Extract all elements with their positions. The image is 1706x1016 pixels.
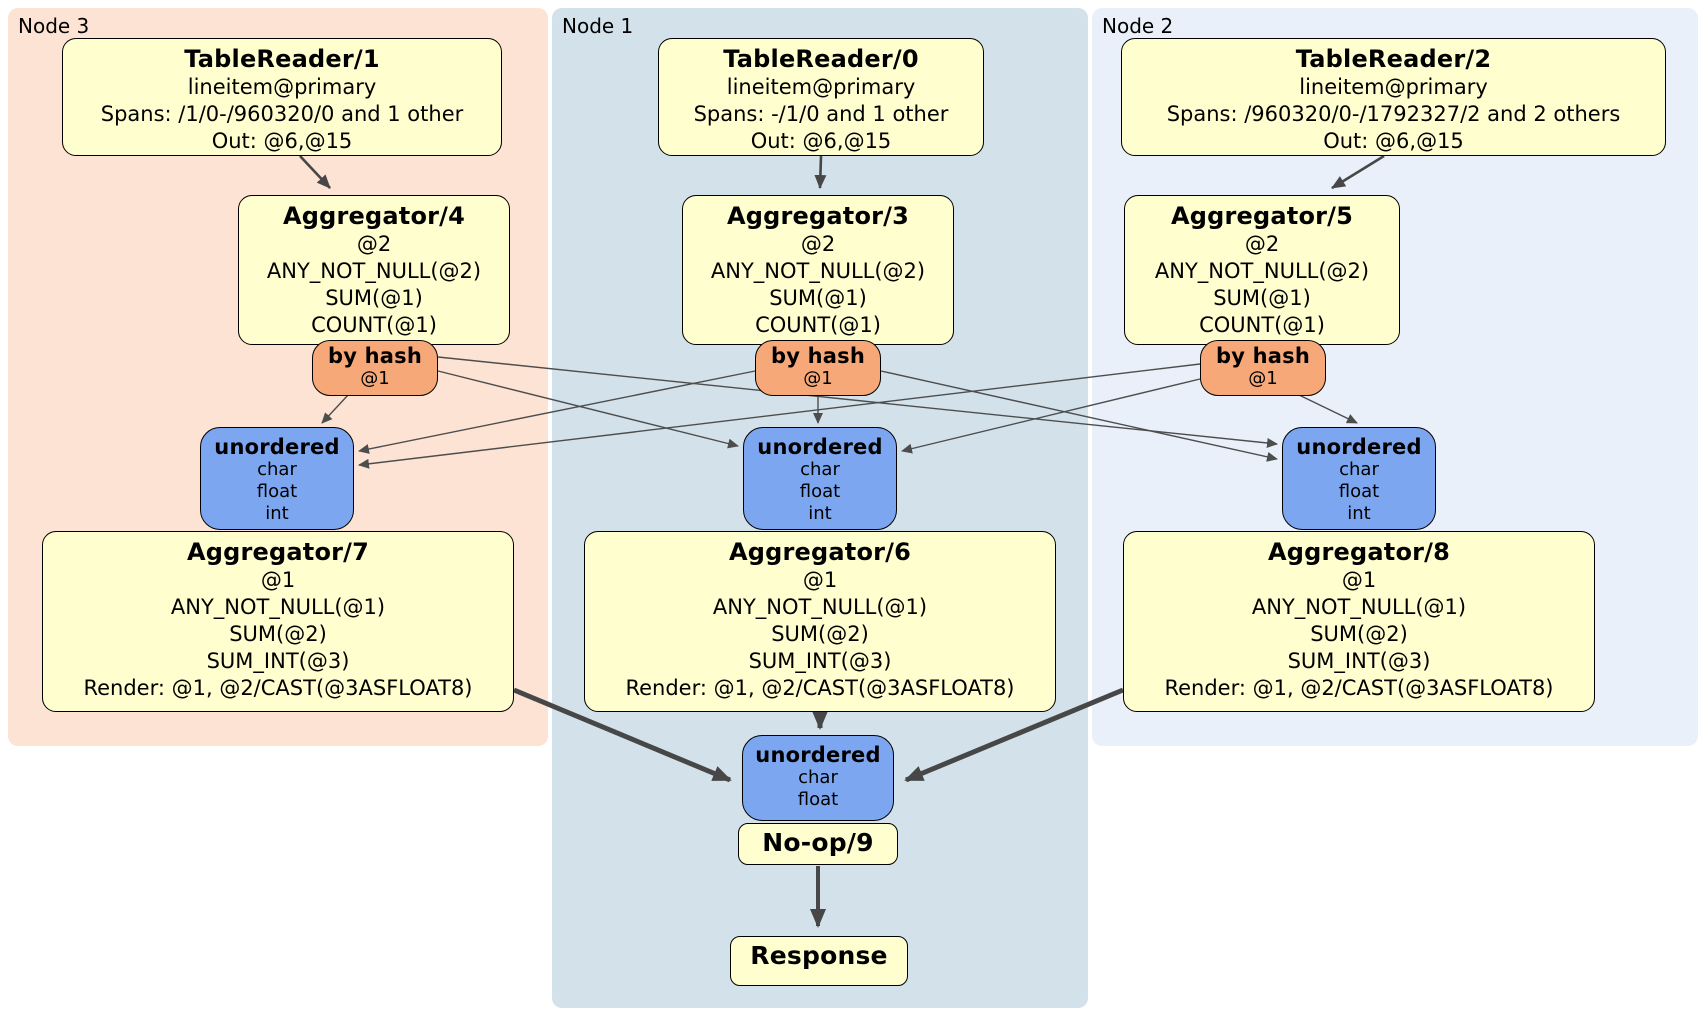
node-title: by hash bbox=[327, 344, 422, 368]
region-label-node-2: Node 2 bbox=[1102, 14, 1174, 38]
node-tablereader-2: TableReader/2 lineitem@primary Spans: /9… bbox=[1121, 38, 1666, 156]
edge-byhash-left-to-sync-left bbox=[321, 393, 350, 424]
node-title: TableReader/0 bbox=[723, 45, 919, 73]
edge-tablereader1-to-aggregator4 bbox=[299, 155, 331, 189]
node-title: unordered bbox=[1296, 435, 1422, 459]
edge-byhash-right-to-sync-left bbox=[358, 363, 1201, 469]
edge-byhash-center-to-sync-left bbox=[358, 370, 756, 454]
node-title: TableReader/1 bbox=[184, 45, 380, 73]
node-title: Aggregator/4 bbox=[282, 202, 466, 230]
edge-aggregator7-to-final-sync bbox=[513, 687, 732, 783]
edge-byhash-left-to-sync-right bbox=[437, 356, 1278, 448]
node-aggregator-7: Aggregator/7 @1 ANY_NOT_NULL(@1) SUM(@2)… bbox=[42, 531, 514, 712]
node-noop-9: No-op/9 bbox=[738, 823, 898, 865]
sync-unordered-right: unordered char float int bbox=[1282, 427, 1436, 530]
node-aggregator-8: Aggregator/8 @1 ANY_NOT_NULL(@1) SUM(@2)… bbox=[1123, 531, 1595, 712]
node-title: Aggregator/8 bbox=[1267, 538, 1451, 566]
router-byhash-right: by hash @1 bbox=[1200, 340, 1326, 396]
node-title: unordered bbox=[214, 435, 340, 459]
node-aggregator-5: Aggregator/5 @2 ANY_NOT_NULL(@2) SUM(@1)… bbox=[1124, 195, 1400, 345]
node-aggregator-6: Aggregator/6 @1 ANY_NOT_NULL(@1) SUM(@2)… bbox=[584, 531, 1056, 712]
edge-aggregator8-to-final-sync bbox=[904, 687, 1124, 783]
node-title: unordered bbox=[755, 743, 881, 767]
node-title: by hash bbox=[770, 344, 865, 368]
node-aggregator-3: Aggregator/3 @2 ANY_NOT_NULL(@2) SUM(@1)… bbox=[682, 195, 954, 345]
region-label-node-3: Node 3 bbox=[18, 14, 90, 38]
router-byhash-center: by hash @1 bbox=[755, 340, 881, 396]
node-title: TableReader/2 bbox=[1295, 45, 1492, 73]
edge-byhash-left-to-sync-center bbox=[437, 370, 739, 449]
edge-tablereader2-to-aggregator5 bbox=[1331, 154, 1385, 190]
router-byhash-left: by hash @1 bbox=[312, 340, 438, 396]
sync-unordered-final: unordered char float bbox=[742, 735, 894, 821]
node-title: Aggregator/7 bbox=[186, 538, 370, 566]
node-title: Response bbox=[750, 941, 888, 970]
edge-byhash-right-to-sync-center bbox=[901, 378, 1201, 454]
node-response: Response bbox=[730, 936, 908, 986]
node-title: Aggregator/5 bbox=[1170, 202, 1354, 230]
node-title: Aggregator/6 bbox=[728, 538, 912, 566]
node-aggregator-4: Aggregator/4 @2 ANY_NOT_NULL(@2) SUM(@1)… bbox=[238, 195, 510, 345]
node-title: unordered bbox=[757, 435, 883, 459]
edge-byhash-center-to-sync-right bbox=[880, 370, 1278, 462]
sync-unordered-center: unordered char float int bbox=[743, 427, 897, 530]
node-title: Aggregator/3 bbox=[726, 202, 910, 230]
node-tablereader-1: TableReader/1 lineitem@primary Spans: /1… bbox=[62, 38, 502, 156]
edge-tablereader0-to-aggregator3 bbox=[814, 155, 827, 189]
region-label-node-1: Node 1 bbox=[562, 14, 634, 38]
node-tablereader-0: TableReader/0 lineitem@primary Spans: -/… bbox=[658, 38, 984, 156]
node-title: No-op/9 bbox=[762, 828, 874, 857]
edge-byhash-right-to-sync-right bbox=[1296, 393, 1358, 424]
node-title: by hash bbox=[1215, 344, 1310, 368]
sync-unordered-left: unordered char float int bbox=[200, 427, 354, 530]
